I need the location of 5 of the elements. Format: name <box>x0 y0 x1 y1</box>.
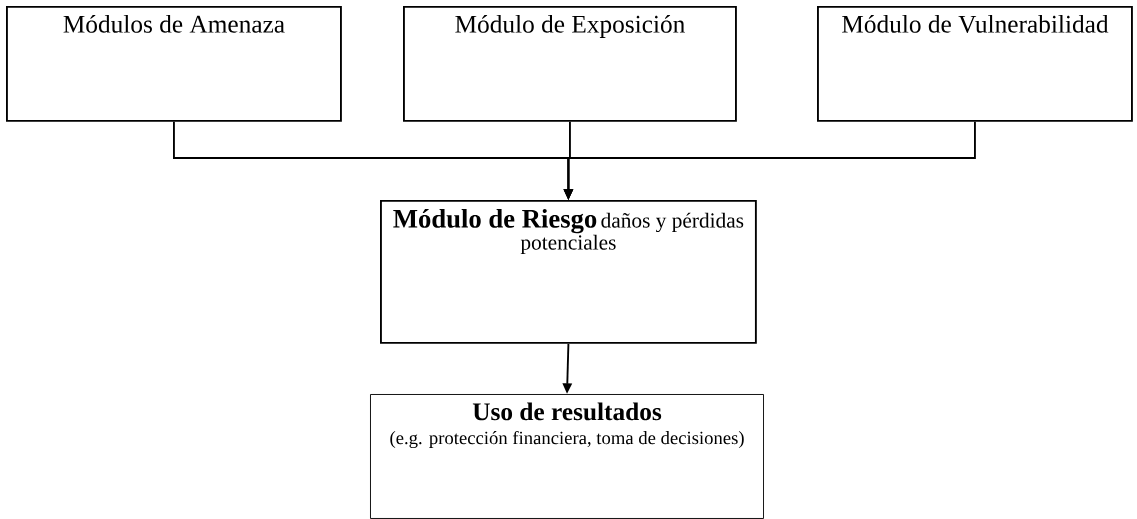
process-box: Módulo de Riesgo daños y pérdidas potenciales <box>380 200 757 344</box>
process-box: Módulo de Vulnerabilidad <box>817 6 1133 122</box>
process-box: Módulo de Exposición <box>403 6 737 122</box>
process-box: Uso de resultados (e.g. protección financiera, toma de decisiones) <box>370 394 764 519</box>
process-box: Módulos de Amenaza <box>6 6 342 122</box>
